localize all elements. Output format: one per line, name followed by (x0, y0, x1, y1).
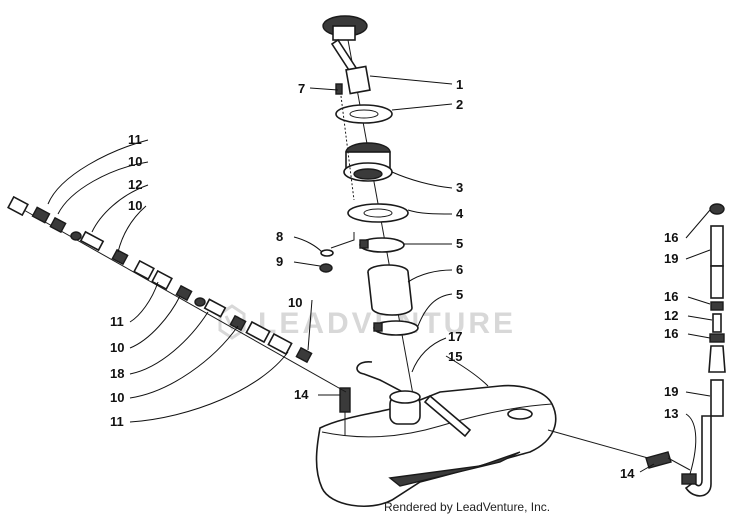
fuel-tank (315, 384, 557, 507)
render-credit: Rendered by LeadVenture, Inc. (384, 500, 551, 514)
callout-14-left: 14 (294, 387, 309, 402)
callout-14-right: 14 (620, 466, 635, 481)
callout-5-lower: 5 (456, 287, 463, 302)
callout-10-tank: 10 (288, 295, 302, 310)
callout-19-a: 19 (664, 251, 678, 266)
callout-12-right: 12 (664, 308, 678, 323)
washer-8 (320, 249, 334, 257)
hose-clamp-upper (359, 237, 405, 253)
callout-4: 4 (456, 206, 464, 221)
callout-8: 8 (276, 229, 283, 244)
fuel-line-parts (7, 195, 313, 364)
callout-16-b: 16 (664, 289, 678, 304)
callout-11-a: 11 (128, 132, 142, 147)
callout-17: 17 (448, 329, 462, 344)
leader-lines (47, 75, 713, 475)
callout-3: 3 (456, 180, 463, 195)
filler-body (343, 142, 393, 182)
fuel-line-axis (14, 204, 347, 393)
callout-12-left: 12 (128, 177, 142, 192)
callout-labels: 1 2 3 4 5 5 6 7 8 9 10 17 15 14 14 11 10… (110, 77, 678, 481)
callout-18: 18 (110, 366, 124, 381)
callout-2: 2 (456, 97, 463, 112)
gasket-2 (335, 104, 393, 124)
callout-1: 1 (456, 77, 463, 92)
screw-7 (335, 83, 355, 201)
callout-10-c: 10 (110, 340, 124, 355)
callout-19-b: 19 (664, 384, 678, 399)
filler-hose (367, 264, 413, 316)
callout-16-c: 16 (664, 326, 678, 341)
gasket-4 (347, 203, 409, 223)
strap-8 (330, 232, 355, 249)
callout-11-b: 11 (110, 314, 124, 329)
callout-7: 7 (298, 81, 305, 96)
callout-5-upper: 5 (456, 236, 463, 251)
callout-11-c: 11 (110, 414, 124, 429)
vent-hose-assembly (681, 203, 726, 497)
callout-9: 9 (276, 254, 283, 269)
fitting-14-right (547, 429, 691, 471)
nut-9 (319, 263, 333, 273)
fuel-cap (322, 15, 371, 95)
hose-clamp-lower (373, 320, 419, 336)
callout-13: 13 (664, 406, 678, 421)
callout-10-b: 10 (128, 198, 142, 213)
callout-10-d: 10 (110, 390, 124, 405)
callout-10-a: 10 (128, 154, 142, 169)
callout-6: 6 (456, 262, 463, 277)
fitting-14-left (339, 387, 351, 436)
callout-16-a: 16 (664, 230, 678, 245)
callout-15: 15 (448, 349, 462, 364)
